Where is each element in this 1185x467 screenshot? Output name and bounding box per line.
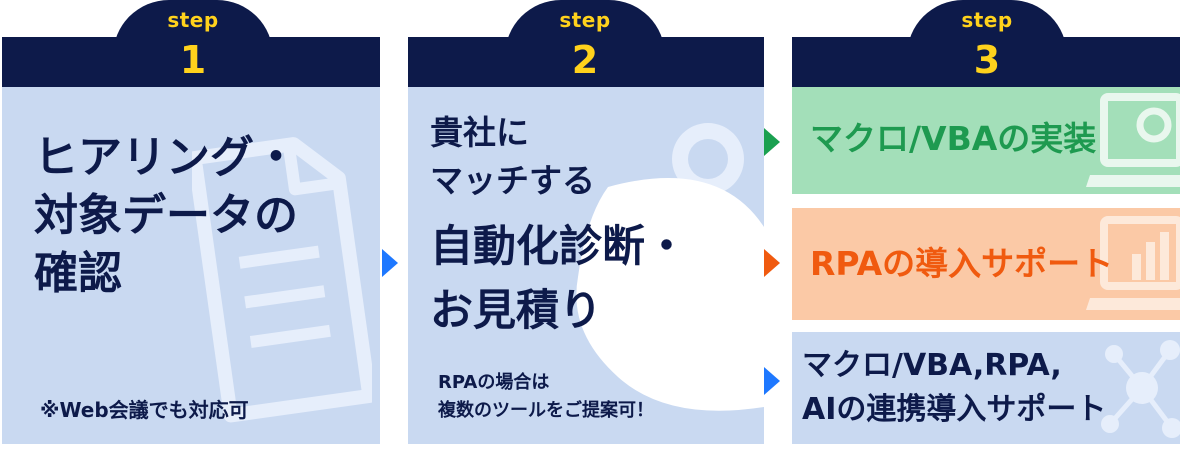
- step3-option-rpa-label: RPAの導入サポート: [810, 244, 1114, 283]
- step2-label: step: [559, 8, 611, 32]
- step2-note: RPAの場合は 複数のツールをご提案可！: [438, 369, 654, 425]
- step2-subtitle-line: マッチする: [430, 161, 595, 200]
- laptop-chart-icon: [1086, 216, 1180, 310]
- step1-label: step: [167, 8, 219, 32]
- step3-number: 3: [973, 38, 1001, 82]
- step1-number: 1: [179, 38, 207, 82]
- step3-option-ai-line: マクロ/VBA,RPA,: [802, 348, 1062, 383]
- step2-title: 自動化診断・ お見積り: [430, 215, 688, 343]
- step3-option-macro-label: マクロ/VBAの実装: [810, 119, 1097, 158]
- arrow-right-icon: [382, 249, 398, 277]
- step3-option-ai: マクロ/VBA,RPA, AIの連携導入サポート: [792, 332, 1180, 444]
- step1-title-line: 対象データの: [34, 190, 298, 241]
- network-icon: [1101, 340, 1180, 438]
- step1-header: [2, 37, 380, 87]
- step1-note: ※Web会議でも対応可: [40, 398, 249, 422]
- step2-subtitle-line: 貴社に: [430, 113, 529, 152]
- step3-option-ai-line: AIの連携導入サポート: [802, 392, 1107, 427]
- step1-title-line: 確認: [34, 248, 122, 299]
- step3-header: [792, 37, 1180, 87]
- step2-note-line: RPAの場合は: [438, 372, 550, 393]
- arrow-right-icon: [764, 128, 780, 156]
- step3-option-rpa: RPAの導入サポート: [792, 208, 1180, 320]
- step2-panel: 貴社に マッチする 自動化診断・ お見積り RPAの場合は 複数のツールをご提案…: [408, 87, 764, 444]
- step1-panel: ヒアリング・ 対象データの 確認 ※Web会議でも対応可: [2, 87, 380, 444]
- step2-header: [408, 37, 764, 87]
- step2-note-line: 複数のツールをご提案可！: [438, 400, 654, 421]
- step3-label: step: [961, 8, 1013, 32]
- step2-number: 2: [571, 38, 599, 82]
- document-icon: [192, 137, 372, 423]
- step1-title-line: ヒアリング・: [34, 132, 298, 183]
- arrow-right-icon: [764, 367, 780, 395]
- arrow-right-icon: [764, 249, 780, 277]
- step2-subtitle: 貴社に マッチする: [430, 109, 595, 205]
- step3-option-macro: マクロ/VBAの実装: [792, 87, 1180, 194]
- step2-title-line: 自動化診断・: [430, 222, 688, 272]
- piggy-bank-icon: [576, 123, 764, 411]
- step3-option-ai-label: マクロ/VBA,RPA, AIの連携導入サポート: [802, 344, 1106, 432]
- step1-title: ヒアリング・ 対象データの 確認: [34, 129, 298, 303]
- laptop-gear-icon: [1086, 93, 1180, 187]
- step2-title-line: お見積り: [430, 286, 602, 336]
